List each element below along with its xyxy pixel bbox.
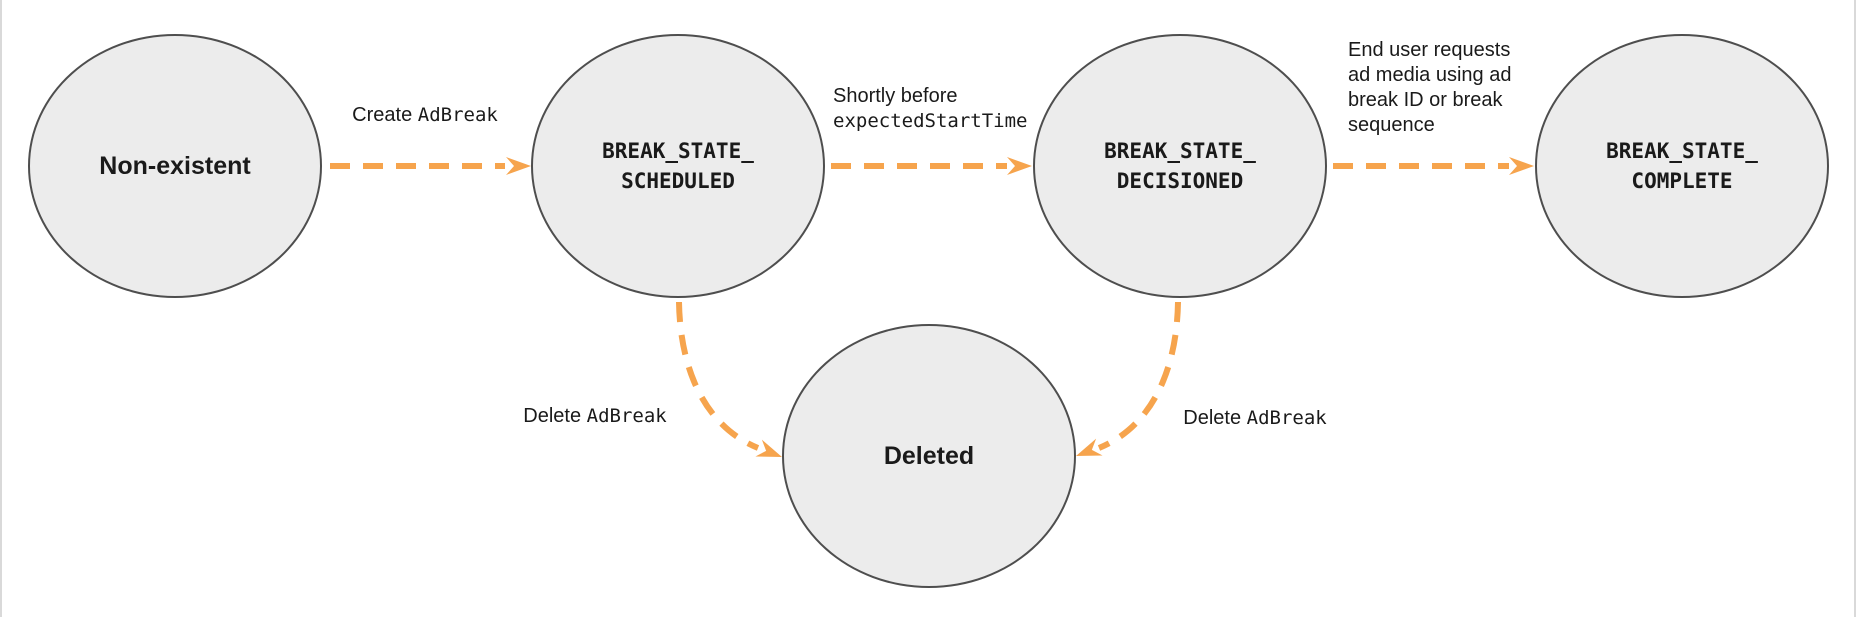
state-node-deleted: Deleted — [782, 324, 1076, 588]
edge-label-text: ad media using ad — [1348, 64, 1512, 86]
state-label: Deleted — [883, 442, 975, 470]
edge-label-code: expectedStartTime — [833, 110, 1028, 132]
edge-label-text: Delete — [523, 405, 587, 427]
state-label-line: DECISIONED — [1116, 169, 1244, 193]
edge-label-delete-adbreak-right: Delete AdBreak — [1165, 406, 1345, 431]
edge-label-create-adbreak: Create AdBreak — [340, 103, 510, 128]
edge-label-text: sequence — [1348, 114, 1435, 136]
state-node-break-state-scheduled: BREAK_STATE_ SCHEDULED — [531, 34, 825, 298]
transition-end-user-requests-arrow — [1333, 157, 1534, 175]
edge-label-code: AdBreak — [1246, 407, 1327, 429]
edge-label-text: break ID or break — [1348, 89, 1503, 111]
edge-label-text: Shortly before — [833, 85, 958, 107]
state-label-line: BREAK_STATE_ — [1606, 139, 1758, 163]
state-label-line: BREAK_STATE_ — [602, 139, 754, 163]
transition-delete-from-scheduled-arrow — [676, 301, 782, 457]
state-node-break-state-complete: BREAK_STATE_ COMPLETE — [1535, 34, 1829, 298]
transition-create-adbreak-arrow — [330, 157, 531, 175]
state-label-line: SCHEDULED — [621, 169, 735, 193]
state-node-non-existent: Non-existent — [28, 34, 322, 298]
state-label-line: BREAK_STATE_ — [1104, 139, 1256, 163]
edge-label-end-user-requests: End user requests ad media using ad brea… — [1348, 38, 1511, 138]
left-page-border — [0, 0, 2, 617]
edge-label-code: AdBreak — [417, 104, 498, 126]
transition-shortly-before-arrow — [831, 157, 1032, 175]
edge-label-shortly-before: Shortly before expectedStartTime — [833, 84, 1027, 134]
state-label: Non-existent — [99, 152, 251, 180]
edge-label-text: Create — [352, 104, 418, 126]
edge-label-code: AdBreak — [586, 405, 667, 427]
edge-label-text: End user requests — [1348, 39, 1511, 61]
edge-label-text: Delete — [1183, 407, 1247, 429]
state-node-break-state-decisioned: BREAK_STATE_ DECISIONED — [1033, 34, 1327, 298]
transition-delete-from-decisioned-arrow — [1076, 301, 1181, 456]
right-page-border — [1854, 0, 1856, 617]
state-label-line: COMPLETE — [1631, 169, 1733, 193]
edge-label-delete-adbreak-left: Delete AdBreak — [505, 404, 685, 429]
